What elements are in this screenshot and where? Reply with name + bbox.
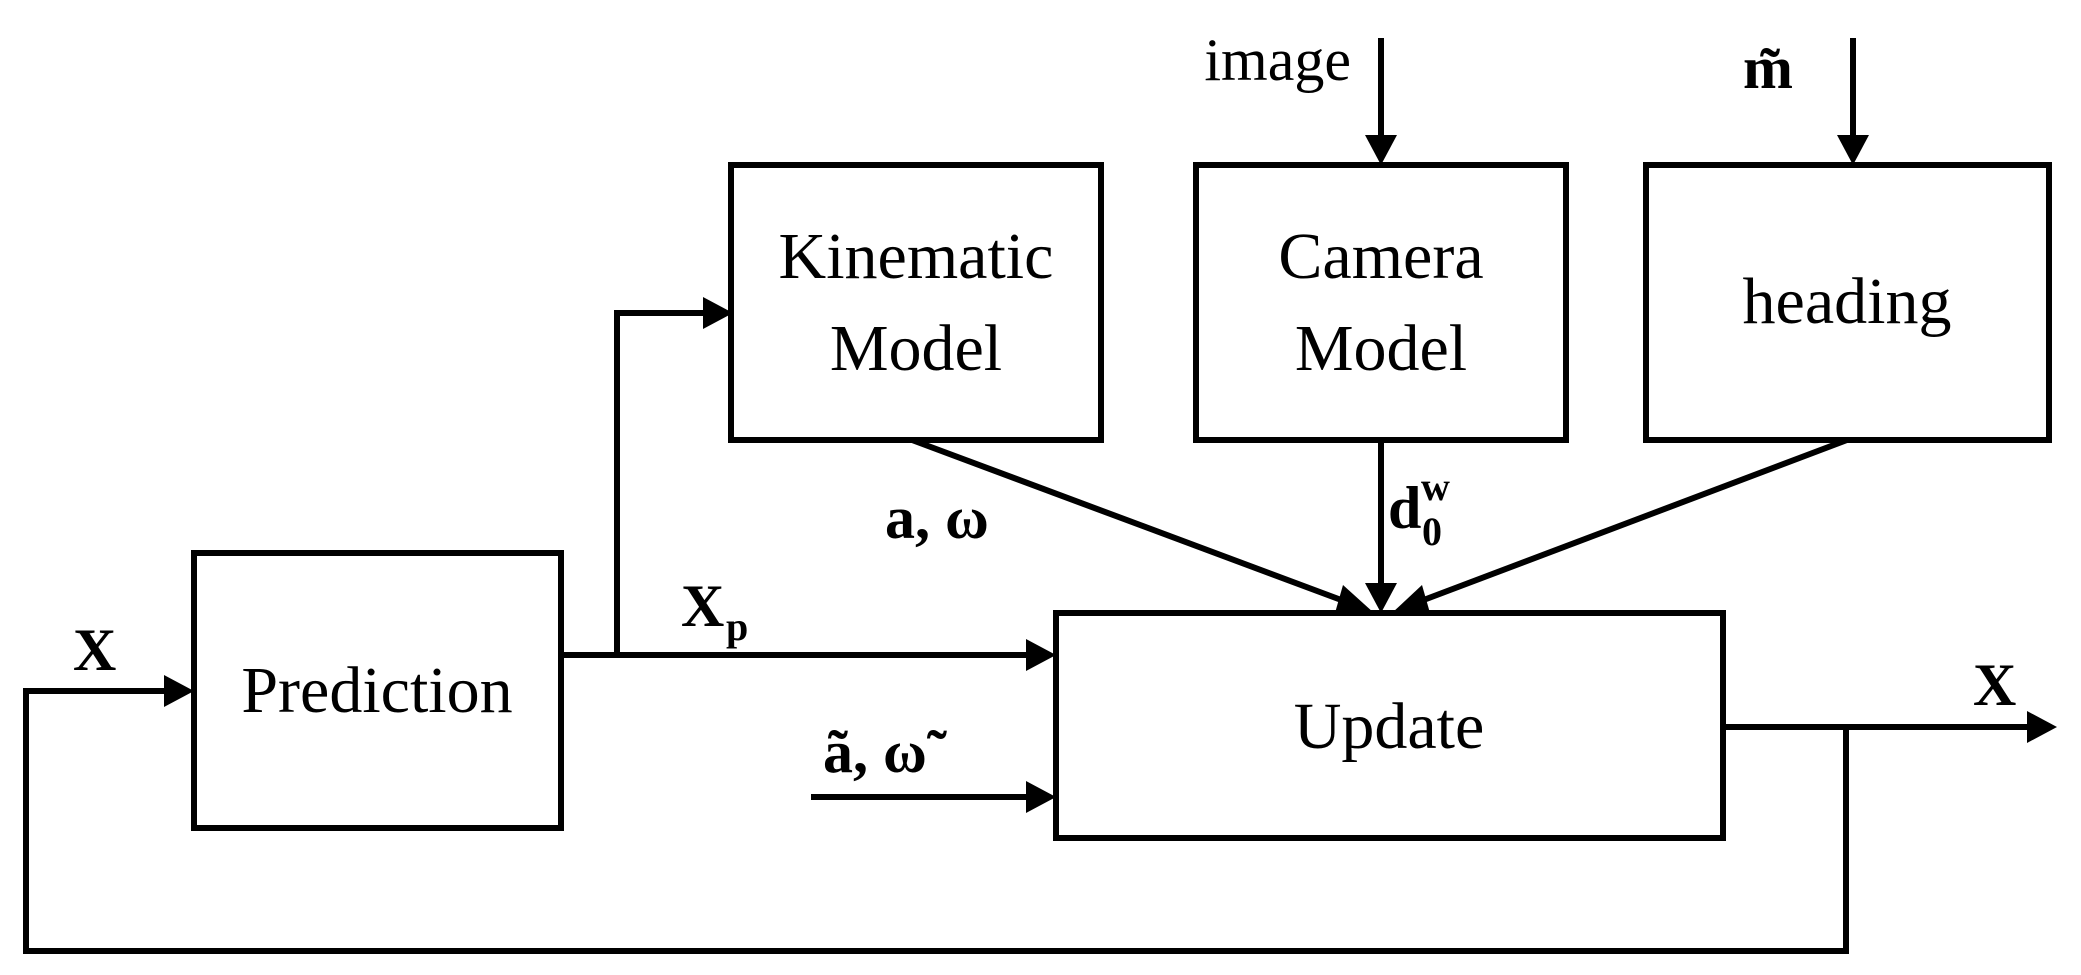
feedback-loop-arrow xyxy=(23,675,1849,954)
kinematic-model-block: Kinematic Model xyxy=(728,162,1104,443)
heading-to-update-arrow xyxy=(1392,437,1849,613)
a-omega-tilde-label: ã, ω̃ xyxy=(823,719,947,785)
d0w-subscript: 0 xyxy=(1422,509,1442,554)
update-block: Update xyxy=(1053,610,1726,841)
x-p-base: X xyxy=(681,573,724,639)
m-tilde-label: m̃ xyxy=(1743,35,1793,101)
measured-accel-gyro-arrow xyxy=(811,781,1056,813)
camera-to-update-arrow xyxy=(1365,440,1397,613)
update-label: Update xyxy=(1294,690,1485,763)
x-p-label: X p xyxy=(681,573,748,649)
x-p-subscript: p xyxy=(726,604,748,649)
kinematic-model-label-line1: Kinematic xyxy=(779,220,1054,293)
heading-block: heading xyxy=(1643,162,2052,443)
camera-model-label-line1: Camera xyxy=(1278,220,1483,293)
update-output-arrow xyxy=(1723,711,2057,743)
prediction-label: Prediction xyxy=(241,654,512,727)
camera-model-label-line2: Model xyxy=(1295,312,1467,385)
d0w-base: d xyxy=(1388,475,1421,541)
m-tilde-input-arrow xyxy=(1837,38,1869,165)
image-label: image xyxy=(1204,27,1351,93)
kinematic-model-label-line2: Model xyxy=(830,312,1002,385)
heading-label: heading xyxy=(1743,265,1952,338)
xp-to-update-arrow xyxy=(561,639,1056,671)
d0w-superscript: w xyxy=(1421,464,1450,509)
a-omega-label: a, ω xyxy=(885,485,989,551)
x-output-label: X xyxy=(1973,652,2016,718)
image-input-arrow xyxy=(1365,38,1397,165)
kinematic-to-update-arrow xyxy=(910,437,1374,613)
prediction-block: Prediction xyxy=(191,550,564,831)
camera-model-block: Camera Model xyxy=(1193,162,1569,443)
d0w-label: d 0 w xyxy=(1388,464,1450,554)
x-input-label: X xyxy=(73,617,116,683)
